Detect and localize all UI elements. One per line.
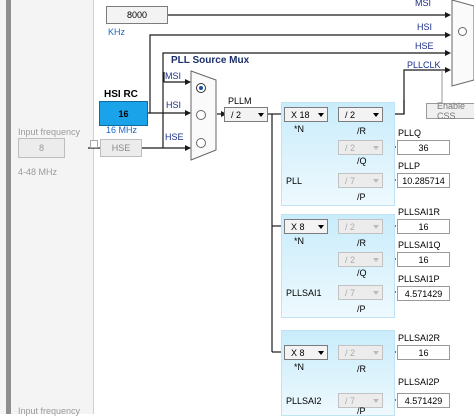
chevron-down-icon <box>318 224 324 229</box>
pllsai2r-label: PLLSAI2R <box>398 333 441 343</box>
pll-n-dropdown[interactable]: X 18 <box>284 107 328 122</box>
pllsai1q-value: 16 <box>397 252 450 267</box>
sysclk-pllclk-label: PLLCLK <box>407 60 441 70</box>
chevron-down-icon <box>373 112 379 117</box>
pllsai2-n-label: *N <box>294 362 305 372</box>
chevron-down-icon <box>373 145 379 150</box>
pllq-value: 36 <box>397 140 450 155</box>
pllsai2-p-label: /P <box>357 406 366 416</box>
input-frequency-field[interactable]: 8 <box>18 138 65 158</box>
pllm-value: / 2 <box>231 109 242 120</box>
mux-hse-label: HSE <box>165 132 184 142</box>
pllsai1-n-dropdown[interactable]: X 8 <box>284 219 328 234</box>
pllsai1-q-dropdown[interactable]: / 2 <box>338 252 383 267</box>
pllsai1-r-dropdown[interactable]: / 2 <box>338 219 383 234</box>
pllsai2-n-dropdown[interactable]: X 8 <box>284 345 328 360</box>
pll-q-dropdown[interactable]: / 2 <box>338 140 383 155</box>
pllq-label: PLLQ <box>398 128 422 138</box>
chevron-down-icon <box>373 350 379 355</box>
mux-hsi-label: HSI <box>166 100 182 110</box>
pllp-value: 10.285714 <box>397 173 450 188</box>
pll-n-value: X 18 <box>291 109 310 120</box>
sysclk-msi-label: MSI <box>415 0 432 8</box>
hsi-rc-frequency: 16 MHz <box>106 125 138 135</box>
pllm-dropdown[interactable]: / 2 <box>224 107 268 122</box>
pllsai2-r-dropdown[interactable]: / 2 <box>338 345 383 360</box>
pll-r-dropdown[interactable]: / 2 <box>338 107 383 122</box>
hse-box: HSE <box>100 139 142 157</box>
pllsai2-name: PLLSAI2 <box>286 396 322 406</box>
chevron-down-icon <box>373 398 379 403</box>
pll-q-value: / 2 <box>345 142 356 153</box>
chevron-down-icon <box>373 257 379 262</box>
mux-msi-label: MSI <box>165 71 182 81</box>
pllsai1-name: PLLSAI1 <box>286 288 322 298</box>
pll-r-value: / 2 <box>345 109 356 120</box>
sysclk-hsi-label: HSI <box>417 22 433 32</box>
top-frequency-input[interactable]: 8000 <box>106 6 168 24</box>
chevron-down-icon <box>318 112 324 117</box>
chevron-down-icon <box>318 350 324 355</box>
pllsai2-n-value: X 8 <box>291 347 305 358</box>
pllsai1q-label: PLLSAI1Q <box>398 240 441 250</box>
pll-name: PLL <box>286 176 303 186</box>
chevron-down-icon <box>373 178 379 183</box>
input-frequency-label: Input frequency <box>18 127 81 137</box>
mux-msi-radio-dot <box>199 86 203 90</box>
pllm-label: PLLM <box>228 96 252 106</box>
pllsai1-q-value: / 2 <box>345 254 356 265</box>
pllsai1-n-value: X 8 <box>291 221 305 232</box>
pll-q-label: /Q <box>357 156 367 166</box>
mux-hse-radio[interactable] <box>196 138 206 148</box>
pllsai1-p-label: /P <box>357 304 366 314</box>
chevron-down-icon <box>373 290 379 295</box>
sysclk-radio[interactable] <box>458 27 467 36</box>
sysclk-hse-label: HSE <box>415 41 434 51</box>
left-panel <box>0 0 94 414</box>
pllsai1p-value: 4.571429 <box>397 286 450 301</box>
pllsai2p-label: PLLSAI2P <box>398 377 440 387</box>
pll-n-label: *N <box>294 124 305 134</box>
pllsai2-p-dropdown[interactable]: / 7 <box>338 393 383 408</box>
pllsai2-r-value: / 2 <box>345 347 356 358</box>
pllsai1r-label: PLLSAI1R <box>398 207 441 217</box>
pllsai1-p-value: / 7 <box>345 287 356 298</box>
pllsai1r-value: 16 <box>397 219 450 234</box>
pll-p-value: / 7 <box>345 175 356 186</box>
hsi-rc-title: HSI RC <box>104 89 138 100</box>
pllsai2-r-label: /R <box>357 364 366 374</box>
pll-p-label: /P <box>357 192 366 202</box>
input-frequency-label-bottom: Input frequency <box>18 406 81 416</box>
hsi-rc-box: 16 <box>99 101 148 126</box>
pllsai1p-label: PLLSAI1P <box>398 274 440 284</box>
pllsai2p-value: 4.571429 <box>397 393 450 408</box>
pllsai2r-value: 16 <box>397 345 450 360</box>
range-label: 4-48 MHz <box>18 167 58 177</box>
left-scrollbar[interactable] <box>6 0 11 414</box>
pllsai2-p-value: / 7 <box>345 395 356 406</box>
pllsai1-p-dropdown[interactable]: / 7 <box>338 285 383 300</box>
chevron-down-icon <box>373 224 379 229</box>
mux-hsi-radio[interactable] <box>196 110 206 120</box>
pll-r-label: /R <box>357 126 366 136</box>
pllsai1-n-label: *N <box>294 236 305 246</box>
top-frequency-unit: KHz <box>108 27 126 37</box>
pllsai1-r-label: /R <box>357 238 366 248</box>
pll-source-mux-title: PLL Source Mux <box>171 55 250 66</box>
chevron-down-icon <box>258 112 264 117</box>
hse-connector <box>90 140 98 148</box>
pllsai1-r-value: / 2 <box>345 221 356 232</box>
pll-p-dropdown[interactable]: / 7 <box>338 173 383 188</box>
pllp-label: PLLP <box>398 161 421 171</box>
enable-css-button[interactable]: Enable CSS <box>426 101 474 121</box>
mux-msi-radio[interactable] <box>196 83 206 93</box>
pllsai1-q-label: /Q <box>357 268 367 278</box>
